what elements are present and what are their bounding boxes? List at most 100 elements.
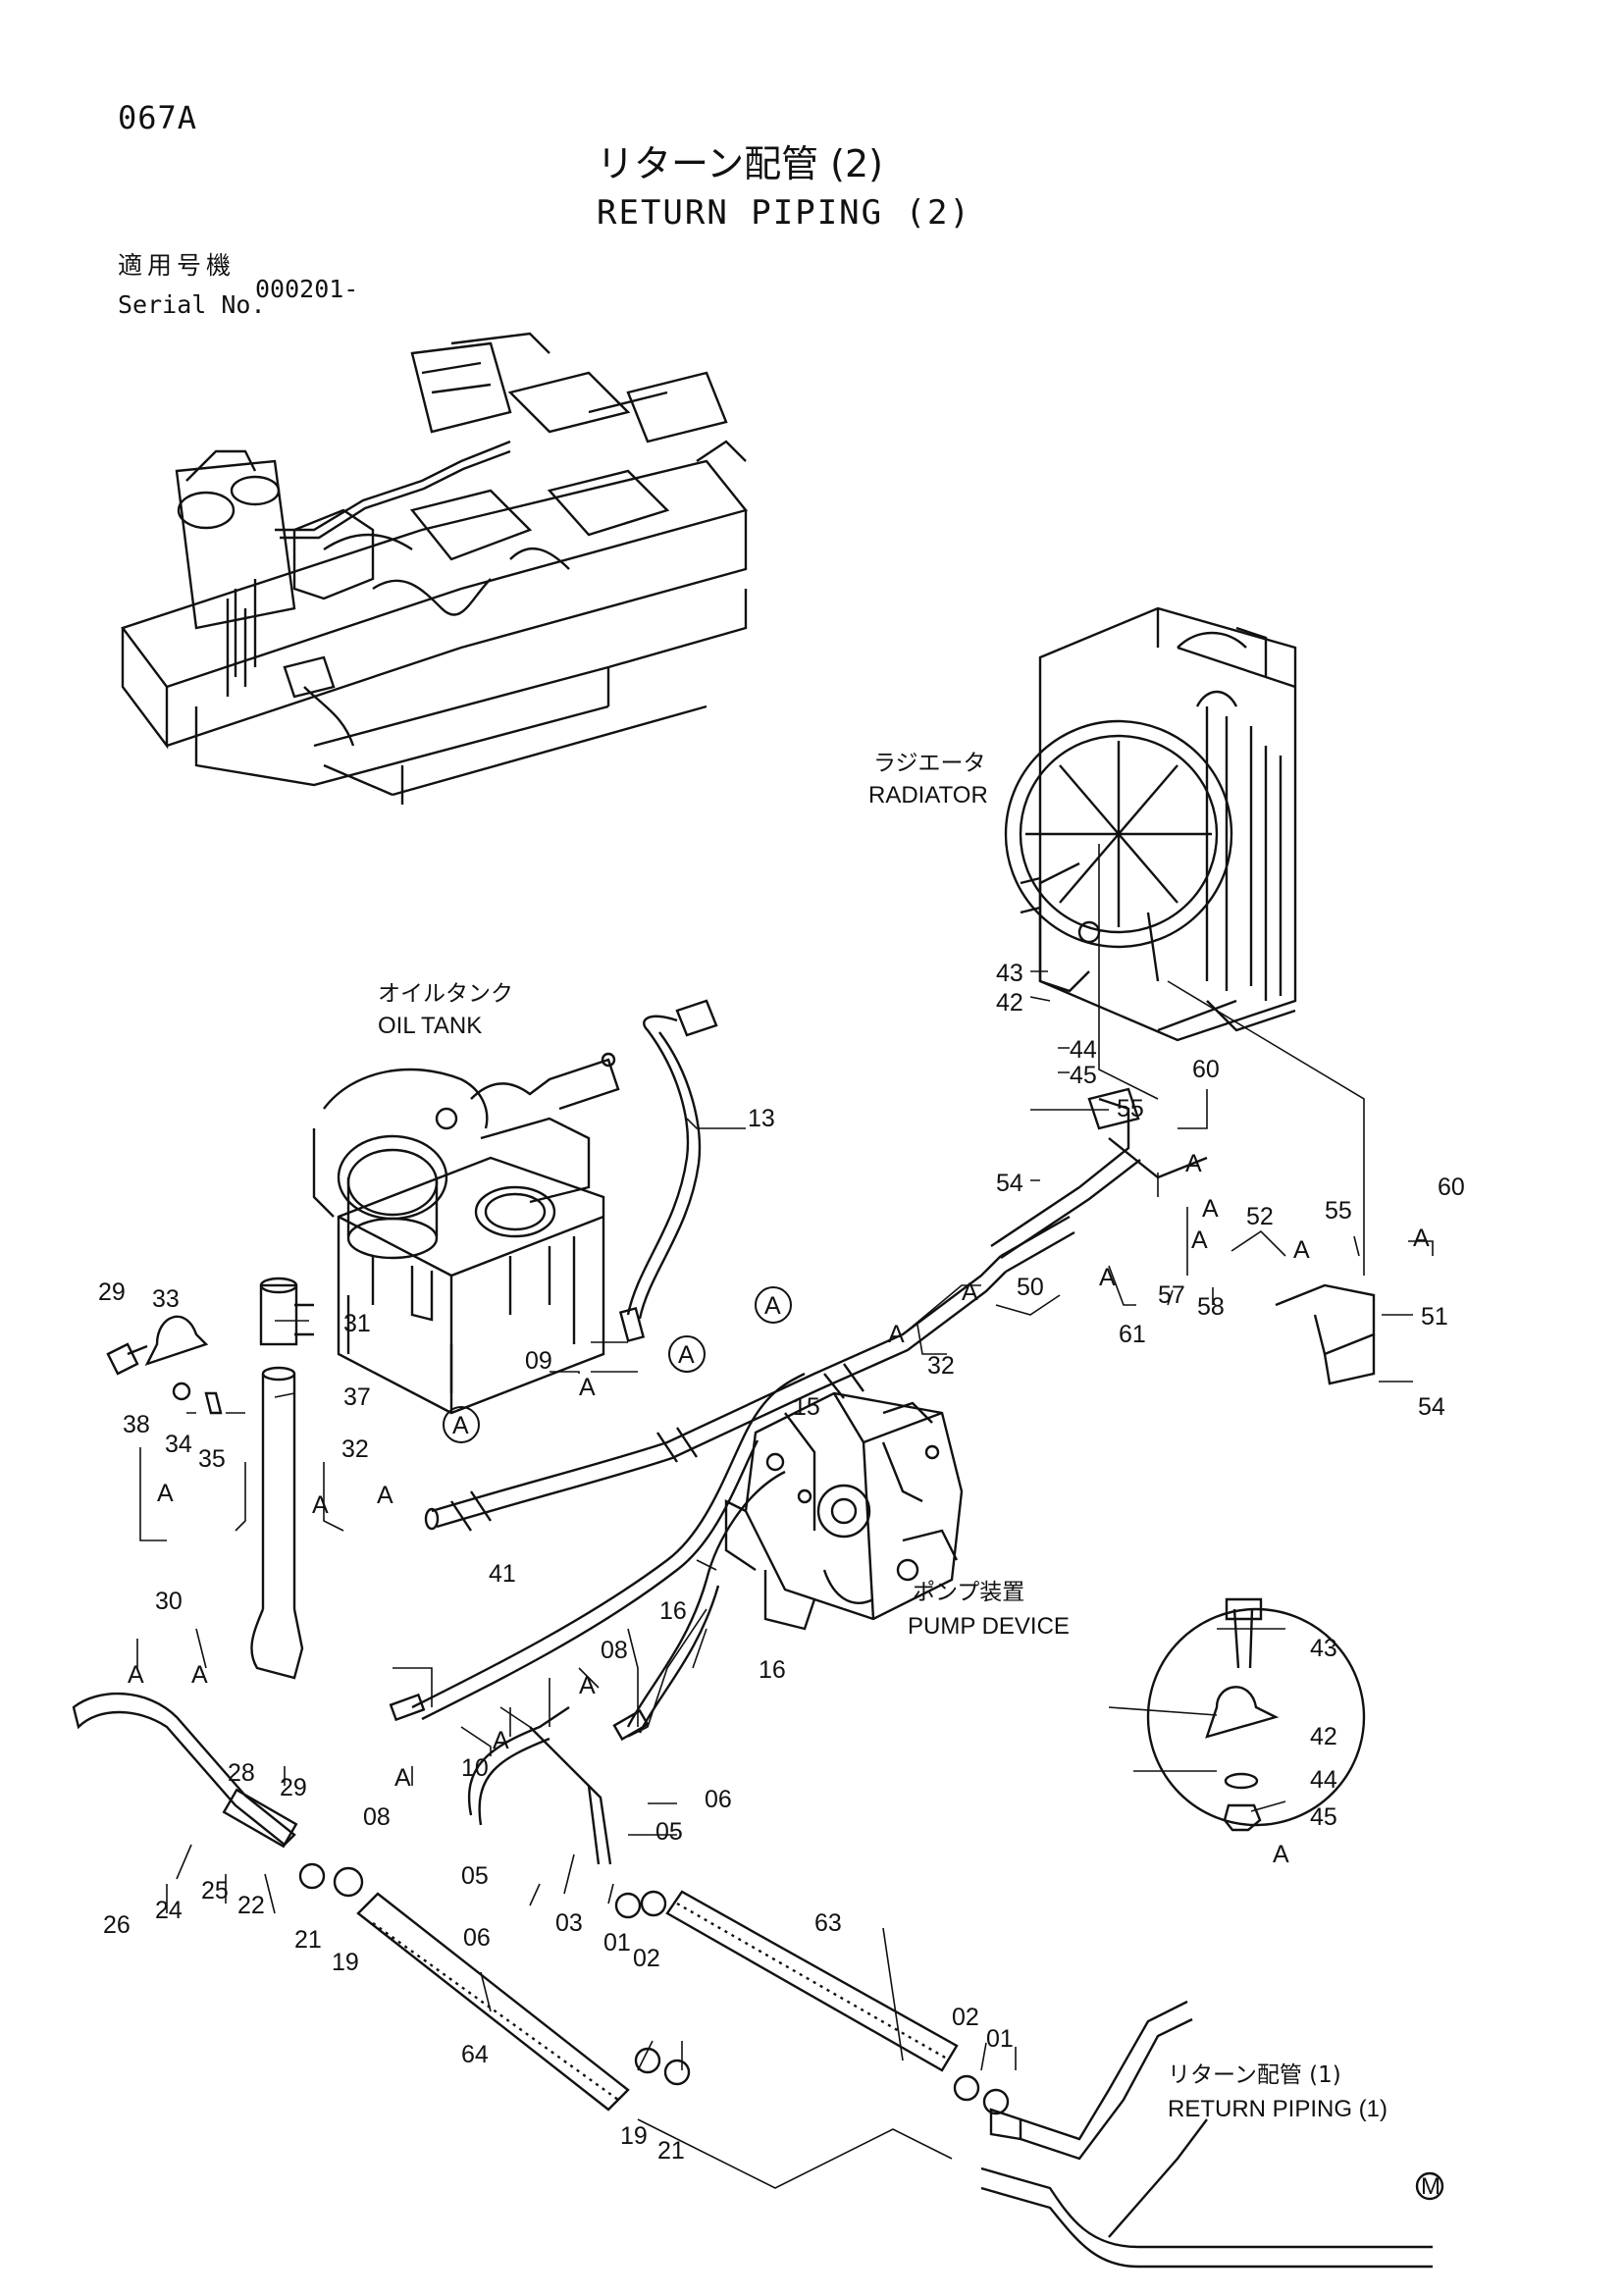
page-title-japanese: リターン配管 (2) <box>597 142 884 185</box>
callout-19: 19 <box>332 1949 359 1976</box>
callout-01: 01 <box>986 2025 1014 2053</box>
block-joint <box>1087 1087 1140 1130</box>
hose-16-upper <box>411 1372 806 1709</box>
page-title: RETURN PIPING (2) <box>597 193 971 233</box>
hose-64 <box>356 1892 630 2112</box>
serial-label-japanese: 適用号機 <box>118 251 236 280</box>
callout-58: 58 <box>1197 1293 1225 1321</box>
callout-28: 28 <box>228 1759 255 1787</box>
callout-21: 21 <box>294 1926 322 1954</box>
view-ref-a-circled: A <box>678 1341 695 1369</box>
callout-34: 34 <box>165 1431 192 1458</box>
leader-lines <box>136 844 1434 2189</box>
callout-26: 26 <box>103 1911 131 1939</box>
view-ref-a: A <box>377 1482 393 1509</box>
component-labels: ラジエータ RADIATOR オイルタンク OIL TANK ポンプ装置 PUM… <box>378 751 1387 2122</box>
clamp-33 <box>144 1315 209 1367</box>
callout-55: 55 <box>1325 1197 1352 1225</box>
callout-64: 64 <box>461 2041 489 2068</box>
pipe-50-edge <box>1000 1159 1141 1259</box>
hose-13 <box>626 1015 690 1316</box>
radiator-label: RADIATOR <box>868 782 988 809</box>
radiator-label-japanese: ラジエータ <box>873 751 986 776</box>
return-piping-1-label-japanese: リターン配管 (1) <box>1168 2062 1341 2088</box>
callout-30: 30 <box>155 1588 183 1615</box>
hose-63 <box>665 1890 959 2072</box>
callout-16: 16 <box>759 1656 786 1684</box>
oil-tank-label: OIL TANK <box>378 1013 482 1039</box>
callout-43: 43 <box>996 960 1023 987</box>
oil-tank-label-japanese: オイルタンク <box>378 981 513 1007</box>
view-ref-a: A <box>962 1278 978 1306</box>
callout-61: 61 <box>1119 1321 1146 1348</box>
serial-number-range: 000201- <box>255 275 359 303</box>
view-ref-a: A <box>157 1480 174 1507</box>
pump-device-label-japanese: ポンプ装置 <box>913 1580 1024 1605</box>
detail-view-letter: A <box>1273 1841 1289 1868</box>
pipe-50 <box>990 1097 1130 1247</box>
callout-15: 15 <box>793 1393 820 1421</box>
callout-42: 42 <box>1310 1723 1337 1750</box>
callout-22: 22 <box>237 1892 265 1919</box>
callout-32: 32 <box>341 1435 369 1463</box>
callout-02: 02 <box>633 1945 660 1972</box>
callout-numbers: 43 42 44 45 55 60 54 52 50 57 58 61 51 5… <box>98 960 1465 2165</box>
callout-08: 08 <box>363 1803 391 1831</box>
hose-16-lower <box>626 1470 786 1728</box>
pipe-22 <box>72 1692 296 1847</box>
return-piping-1-label: RETURN PIPING (1) <box>1168 2096 1387 2122</box>
callout-35: 35 <box>198 1445 226 1473</box>
callout-45: 45 <box>1070 1062 1097 1089</box>
callout-63: 63 <box>814 1909 842 1937</box>
callout-05: 05 <box>461 1862 489 1890</box>
pipe-37 <box>261 1374 296 1609</box>
callout-06: 06 <box>705 1786 732 1813</box>
callout-57: 57 <box>1158 1281 1185 1309</box>
callout-19: 19 <box>620 2122 648 2150</box>
callout-54: 54 <box>996 1170 1023 1197</box>
view-ref-a: A <box>312 1491 329 1519</box>
callout-41: 41 <box>489 1560 516 1588</box>
callout-13: 13 <box>748 1105 775 1132</box>
radiator-illustration <box>1004 606 1297 1042</box>
callout-03: 03 <box>555 1909 583 1937</box>
detail-view-circle <box>1146 1607 1366 1827</box>
callout-09: 09 <box>525 1347 552 1375</box>
maker-mark <box>1415 2171 1444 2201</box>
callout-10: 10 <box>461 1754 489 1782</box>
callout-01: 01 <box>603 1929 631 1957</box>
pump-device-illustration <box>724 1391 964 1631</box>
callout-06: 06 <box>463 1924 491 1952</box>
callout-51: 51 <box>1421 1303 1448 1331</box>
view-ref-a: A <box>579 1374 596 1401</box>
view-ref-a-circled: A <box>452 1412 469 1439</box>
callout-29: 29 <box>98 1278 126 1306</box>
callout-50: 50 <box>1017 1274 1044 1301</box>
callout-31: 31 <box>343 1310 371 1337</box>
callout-45: 45 <box>1310 1803 1337 1831</box>
view-ref-a: A <box>579 1672 596 1699</box>
callout-32: 32 <box>927 1352 955 1380</box>
callout-05: 05 <box>655 1818 683 1846</box>
callout-21: 21 <box>657 2137 685 2165</box>
page-code: 067A <box>118 99 198 136</box>
callout-43: 43 <box>1310 1635 1337 1662</box>
callout-02: 02 <box>952 2004 979 2031</box>
callout-33: 33 <box>152 1285 180 1313</box>
pump-device-label: PUMP DEVICE <box>908 1613 1070 1640</box>
machine-overview-illustration <box>121 332 749 805</box>
view-ref-a: A <box>493 1727 509 1754</box>
oil-tank-illustration <box>312 1052 620 1415</box>
view-ref-a: A <box>888 1321 905 1348</box>
view-ref-a: A <box>394 1764 411 1792</box>
callout-38: 38 <box>123 1411 150 1438</box>
view-ref-a: A <box>1293 1236 1310 1264</box>
callout-52: 52 <box>1246 1203 1274 1230</box>
callout-29: 29 <box>280 1774 307 1801</box>
view-reference-letters: A A A A A A A A A A A A A A A A A A A A <box>128 1150 1430 1792</box>
callout-44: 44 <box>1070 1036 1097 1064</box>
callout-55: 55 <box>1117 1095 1144 1122</box>
callout-60: 60 <box>1192 1056 1220 1083</box>
maker-mark-letter: M <box>1421 2173 1440 2200</box>
